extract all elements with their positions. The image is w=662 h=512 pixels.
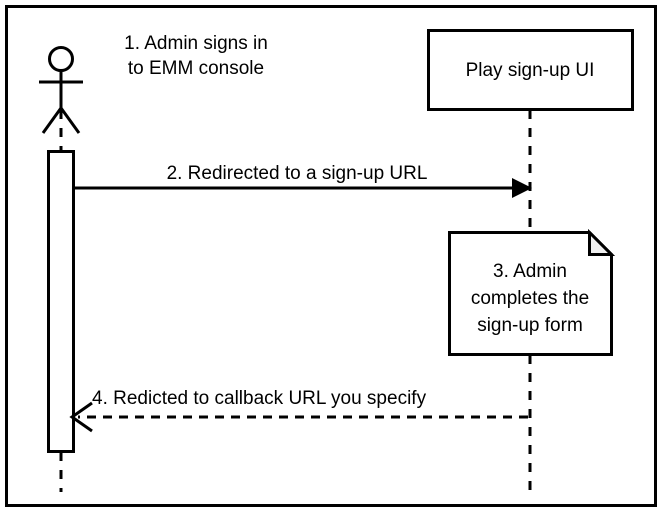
actor-left-leg	[41, 107, 63, 134]
actor-admin	[39, 46, 83, 134]
message-1-label: 1. Admin signs in to EMM console	[98, 31, 294, 81]
participant-box-play-signup-ui	[427, 29, 634, 111]
note-step-3-line-3: sign-up form	[477, 315, 583, 336]
note-step-3-label: 3. Admin completes the sign-up form	[452, 258, 608, 339]
note-step-3-line-1: 3. Admin	[493, 261, 567, 282]
message-1-line-2: to EMM console	[127, 58, 265, 79]
actor-activation-bar	[47, 150, 75, 453]
note-step-3-line-2: completes the	[470, 288, 590, 309]
message-4-label: 4. Redicted to callback URL you specify	[92, 388, 427, 409]
actor-head-icon	[48, 46, 74, 72]
participant-box-label: Play sign-up UI	[465, 60, 595, 81]
message-2-label: 2. Redirected to a sign-up URL	[166, 163, 428, 184]
message-1-line-1: 1. Admin signs in	[124, 33, 268, 54]
message-2-arrowhead	[512, 178, 532, 198]
actor-right-leg	[59, 107, 81, 134]
note-step-3-fold-icon	[588, 228, 616, 256]
message-4-arrowhead	[69, 401, 93, 433]
diagram-frame-border	[5, 5, 657, 507]
note-step-3	[448, 228, 616, 356]
note-step-3-body	[448, 231, 613, 356]
